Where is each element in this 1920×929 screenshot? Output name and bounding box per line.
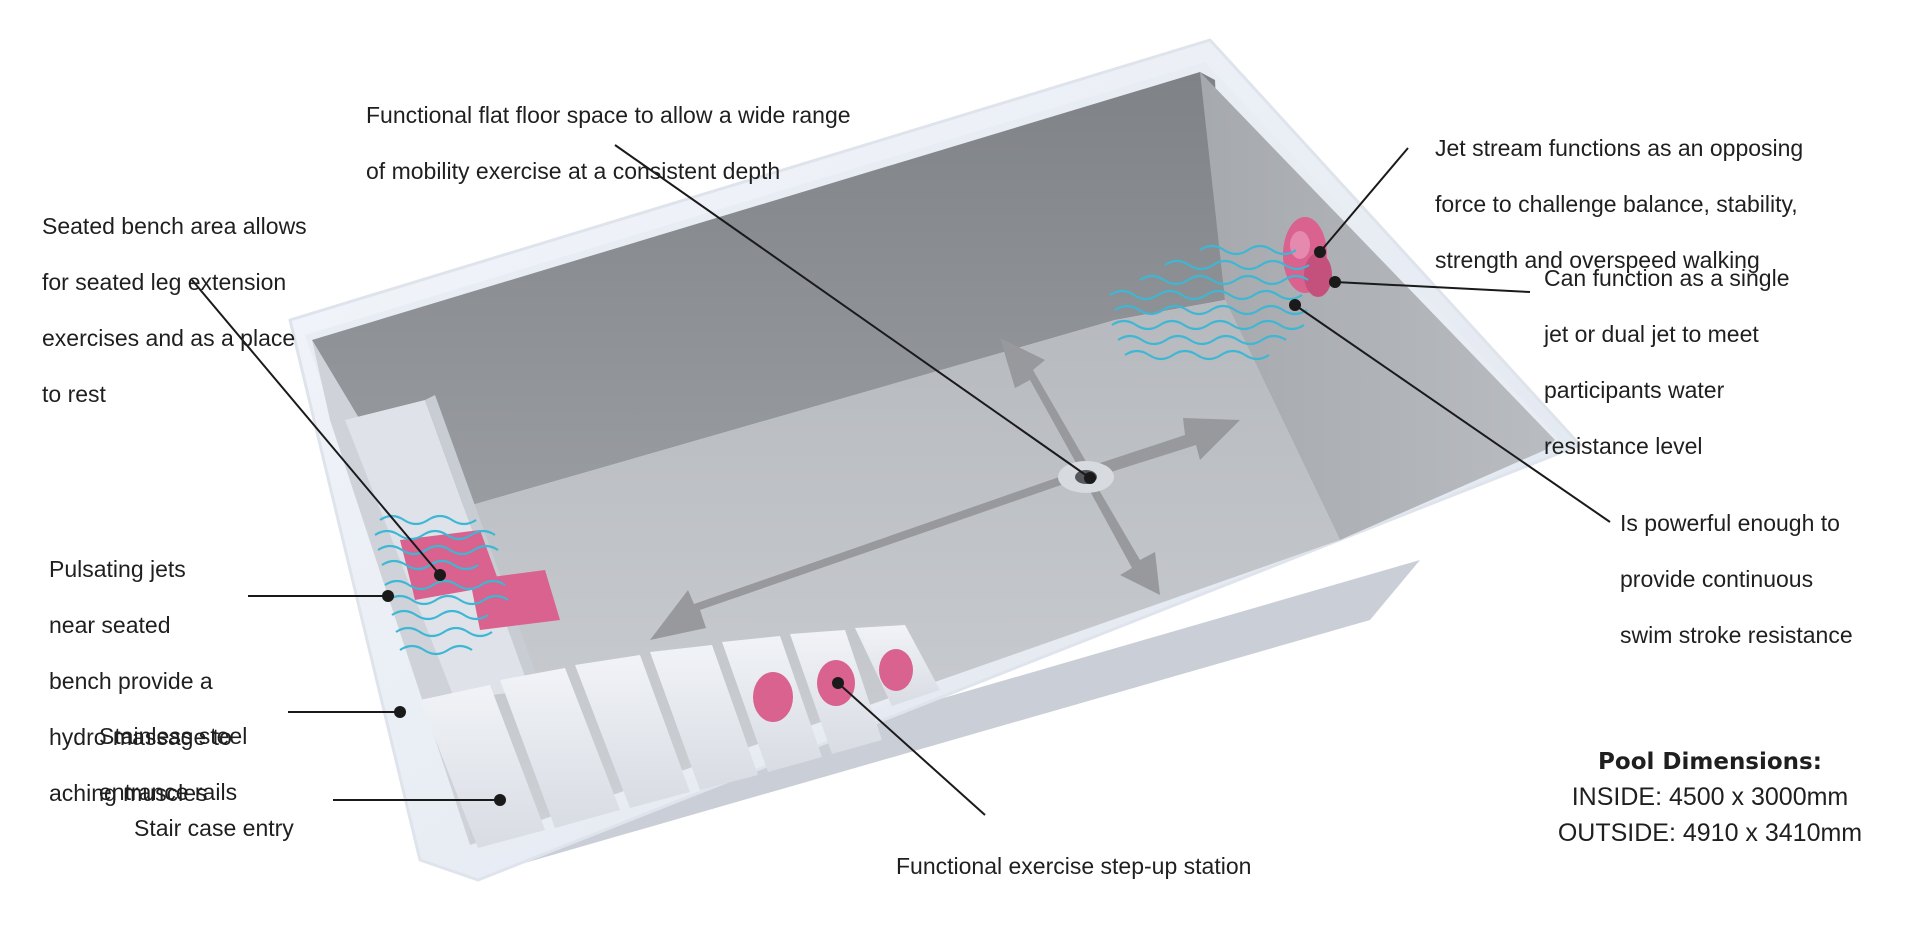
four-way-arrow-icon <box>650 338 1240 640</box>
callout-line: aching muscles <box>49 780 208 806</box>
callout-dual-jet: Can function as a single jet or dual jet… <box>1544 236 1790 488</box>
callout-line: Stair case entry <box>134 815 294 841</box>
callout-line: strength and overspeed walking <box>1435 247 1760 273</box>
callout-line: Functional exercise step-up station <box>896 853 1252 879</box>
callout-floor: Functional flat floor space to allow a w… <box>366 73 851 213</box>
leader-lines <box>191 144 1611 816</box>
callout-line: Is powerful enough to <box>1620 510 1840 536</box>
inside-dimensions: INSIDE: 4500 x 3000mm <box>1571 783 1849 811</box>
callout-line: hydro massage to <box>49 724 232 750</box>
callout-line: Can function as a single <box>1544 265 1790 291</box>
pool-dimensions-title: Pool Dimensions: <box>1598 749 1822 775</box>
callout-line: Stainless steel <box>99 723 248 749</box>
callout-line: Functional flat floor space to allow a w… <box>366 102 851 128</box>
callout-line: resistance level <box>1544 433 1703 459</box>
callout-line: jet or dual jet to meet <box>1544 321 1759 347</box>
step-pad <box>879 649 913 691</box>
callout-line: swim stroke resistance <box>1620 622 1853 648</box>
callout-line: Seated bench area allows <box>42 213 307 239</box>
wave-lines-icon <box>374 514 509 656</box>
bench-jets <box>400 530 560 630</box>
step-pad <box>753 672 793 722</box>
swim-jets <box>1283 217 1332 297</box>
callout-jet-stream: Jet stream functions as an opposing forc… <box>1435 106 1803 302</box>
pool-dimensions: Pool Dimensions: INSIDE: 4500 x 3000mm O… <box>1530 745 1890 851</box>
callout-line: force to challenge balance, stability, <box>1435 191 1798 217</box>
callout-line: Jet stream functions as an opposing <box>1435 135 1804 161</box>
callout-stairs: Stair case entry <box>134 786 294 870</box>
callout-line: near seated <box>49 612 171 638</box>
callout-line: participants water <box>1544 377 1725 403</box>
callout-line: Pulsating jets <box>49 556 186 582</box>
callout-step-up: Functional exercise step-up station <box>896 824 1251 908</box>
callout-line: exercises and as a place <box>42 325 296 351</box>
callout-line: entrance rails <box>99 779 238 805</box>
callout-line: for seated leg extension <box>42 269 287 295</box>
callout-rails: Stainless steel entrance rails <box>99 694 247 834</box>
callout-line: provide continuous <box>1620 566 1814 592</box>
callout-pulsating-jets: Pulsating jets near seated bench provide… <box>49 527 232 835</box>
callout-powerful: Is powerful enough to provide continuous… <box>1620 481 1853 677</box>
callout-line: of mobility exercise at a consistent dep… <box>366 158 781 184</box>
callout-line: to rest <box>42 381 106 407</box>
wave-lines-icon <box>1109 244 1310 361</box>
callout-line: bench provide a <box>49 668 213 694</box>
staircase <box>420 625 940 848</box>
callout-bench: Seated bench area allows for seated leg … <box>42 184 307 436</box>
outside-dimensions: OUTSIDE: 4910 x 3410mm <box>1557 819 1863 847</box>
